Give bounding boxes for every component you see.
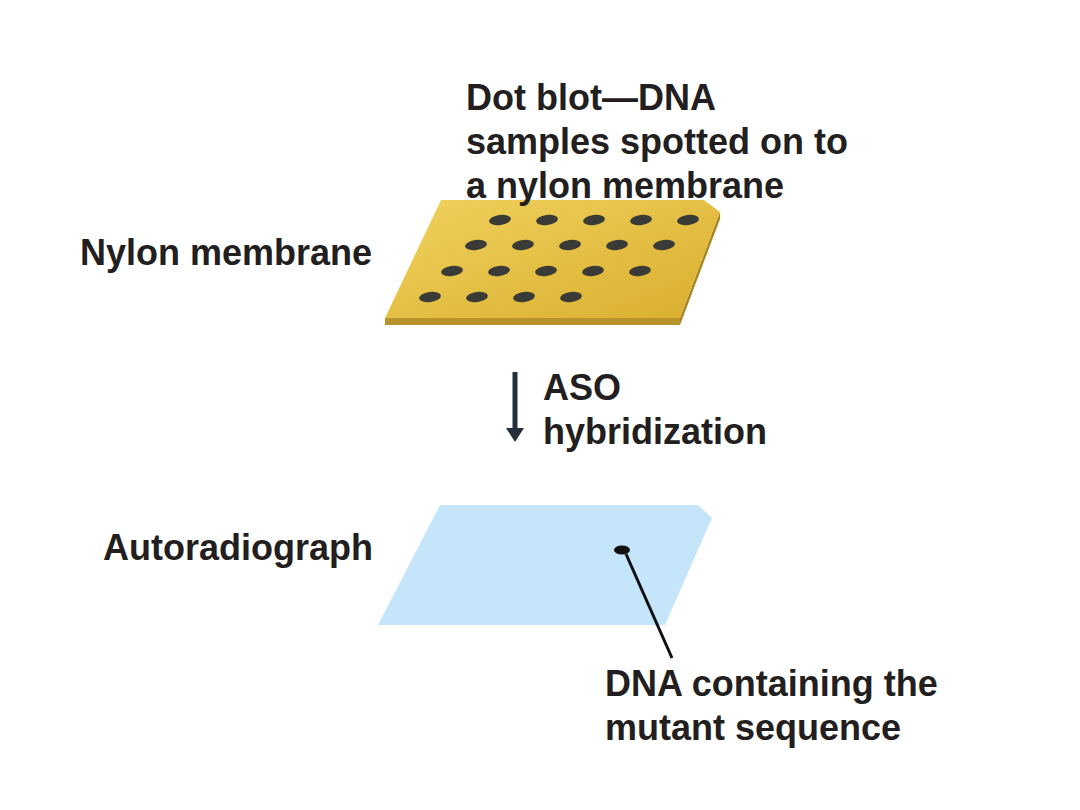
dna-dot [440, 265, 463, 278]
dna-dot [676, 214, 699, 227]
dna-dot [535, 214, 558, 227]
dna-dot [558, 239, 581, 252]
hybridized-spot [614, 546, 630, 555]
process-arrow [506, 372, 524, 442]
dna-dot [605, 239, 628, 252]
nylon-membrane-outline [80, 195, 725, 372]
dna-dot [512, 291, 535, 304]
film-sheet [378, 505, 712, 625]
dna-dot [464, 239, 487, 252]
dna-dot [582, 214, 605, 227]
membrane-edge [385, 318, 680, 325]
dna-dot [418, 291, 441, 304]
dna-dot [511, 239, 534, 252]
edge-label: ASO hybridization [543, 366, 813, 454]
membrane-surface [385, 200, 720, 318]
nylon-membrane: Nylon membrane [80, 195, 725, 372]
dna-dot [487, 265, 510, 278]
leader-line [626, 554, 672, 658]
arrow-head [506, 428, 524, 442]
autoradiograph-film: Autoradiograph [100, 442, 715, 632]
dna-dot [534, 265, 557, 278]
node-label: Autoradiograph [103, 526, 373, 570]
arrow-shaft [513, 372, 518, 430]
dna-dot [652, 239, 675, 252]
callout-label: DNA containing the mutant sequence [605, 662, 1045, 750]
node-label: Nylon membrane [80, 231, 372, 275]
figure-heading: Dot blot—DNA samples spotted on to a nyl… [466, 76, 861, 208]
dna-dot [629, 214, 652, 227]
dna-dot [465, 291, 488, 304]
dna-dot [559, 291, 582, 304]
dna-dot [581, 265, 604, 278]
dna-dot [628, 265, 651, 278]
dna-dot [488, 214, 511, 227]
